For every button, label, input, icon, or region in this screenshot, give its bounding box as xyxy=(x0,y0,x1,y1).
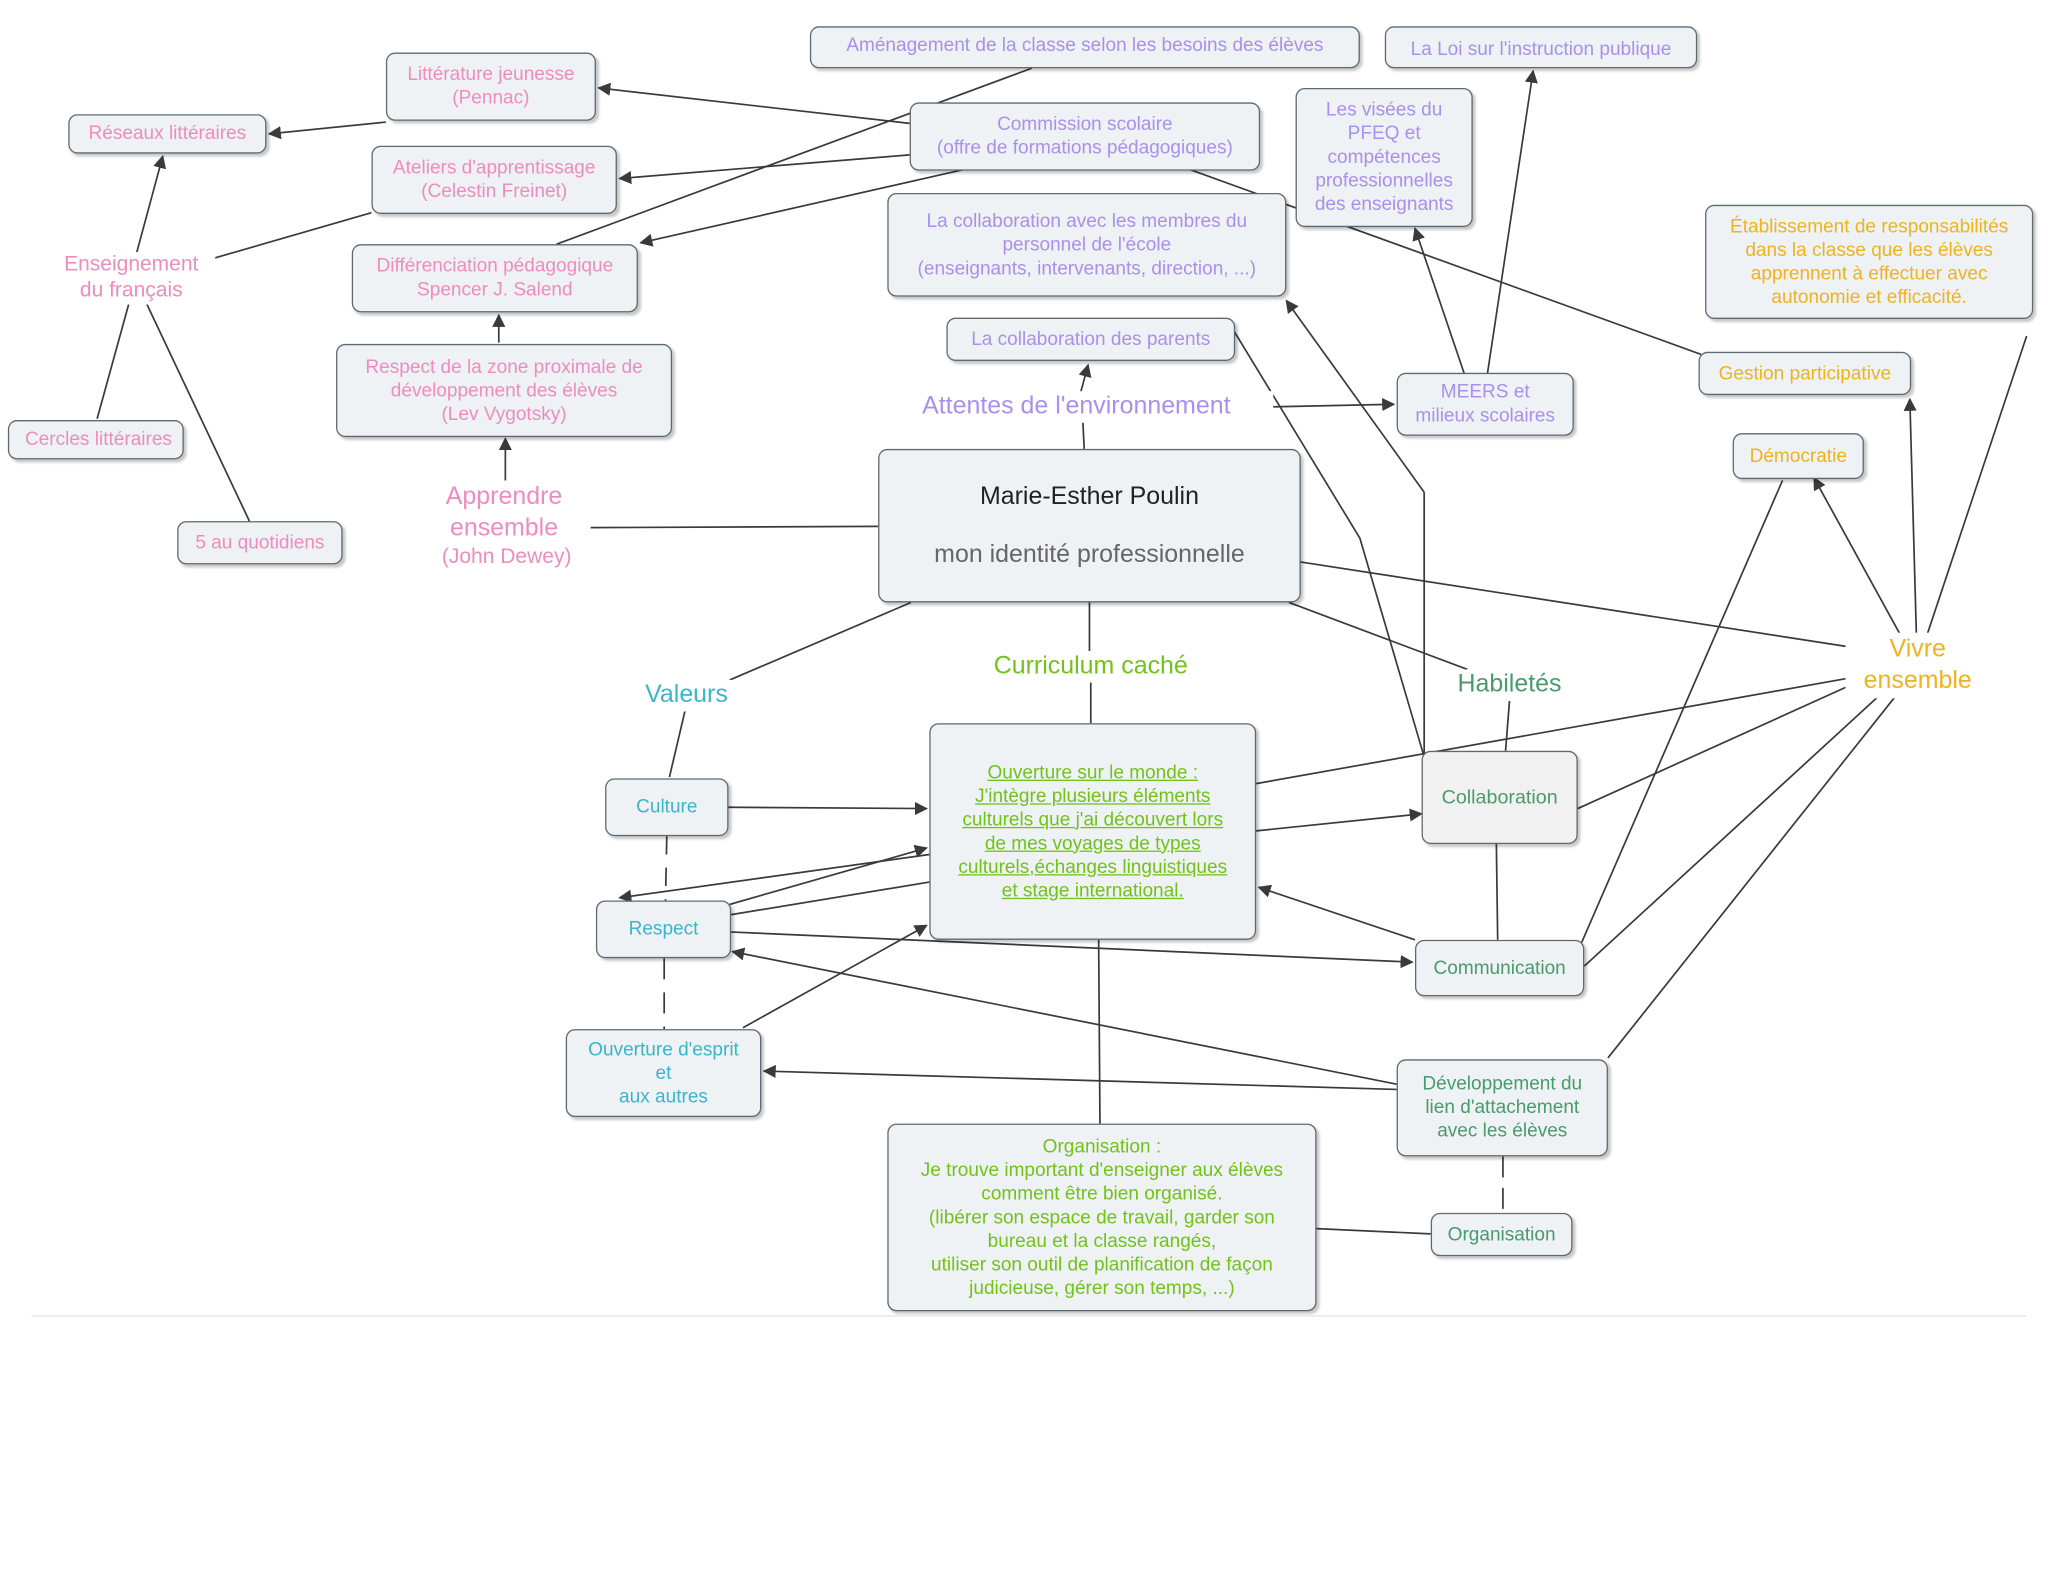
linker-attentes-environnement: Attentes de l'environnement xyxy=(879,391,1274,423)
node-democratie[interactable]: Démocratie xyxy=(1732,433,1864,480)
edge-litterature-reseaux xyxy=(267,121,386,140)
node-ouverture-monde[interactable]: Ouverture sur le monde : J'intègre plusi… xyxy=(929,723,1257,940)
node-visees-pfeq[interactable]: Les visées du PFEQ et compétences profes… xyxy=(1295,87,1473,228)
node-collaboration[interactable]: Collaboration xyxy=(1421,750,1578,845)
node-zone-proximale[interactable]: Respect de la zone proximale de développ… xyxy=(336,343,673,438)
edge-developpement-respect xyxy=(731,947,1397,1086)
linker-vivre-ensemble: Vivre ensemble xyxy=(1845,632,1990,699)
edge-personnel-up xyxy=(1285,299,1425,493)
node-loi-instruction[interactable]: La Loi sur l'instruction publique xyxy=(1384,26,1698,69)
node-collaboration-personnel[interactable]: La collaboration avec les membres du per… xyxy=(887,192,1287,297)
edge-enseignement-cercles xyxy=(96,304,130,419)
edge-vivre-ouverture xyxy=(1256,676,1854,785)
edge-ouverture-collaboration xyxy=(1256,808,1423,832)
linker-habiletes: Habiletés xyxy=(1438,669,1581,701)
central-subtitle: mon identité professionnelle xyxy=(934,540,1245,568)
edge-respect-ouverture-1 xyxy=(729,844,928,906)
edge-ouverture-organisation xyxy=(1097,939,1101,1124)
edge-parents-collaboration xyxy=(1233,330,1361,539)
edge-enseignement-reseaux xyxy=(135,154,167,254)
edge-communication-ouverture xyxy=(1257,884,1416,941)
edge-vivre-democratie xyxy=(1813,476,1902,636)
node-differenciation-pedagogique[interactable]: Différenciation pédagogique Spencer J. S… xyxy=(351,244,638,313)
edge-vivre-gestion xyxy=(1903,397,1918,636)
linker-enseignement-francais: Enseignement du français xyxy=(47,252,216,305)
edge-respect-communication xyxy=(729,931,1414,969)
edge-developpement-ouvesprit xyxy=(762,1064,1397,1091)
edge-attentes-meers xyxy=(1270,397,1396,412)
node-cinq-au-quotidien[interactable]: 5 au quotidiens xyxy=(177,521,343,565)
central-title: Marie-Esther Poulin xyxy=(979,482,1199,510)
edge-ouvesprit-ouverture xyxy=(742,924,928,1029)
node-ateliers-apprentissage[interactable]: Ateliers d'apprentissage (Celestin Frein… xyxy=(371,145,617,214)
edge-enseignement-ateliers xyxy=(212,211,372,260)
edge-organisation-box xyxy=(1316,1227,1431,1235)
node-collaboration-parents[interactable]: La collaboration des parents xyxy=(946,317,1236,361)
edge-apprendre-central xyxy=(585,525,879,529)
central-node[interactable]: Marie-Esther Poulin mon identité profess… xyxy=(878,448,1301,603)
node-communication[interactable]: Communication xyxy=(1414,939,1585,997)
linker-john-dewey: (John Dewey) xyxy=(427,544,586,571)
edge-commission-differenciation xyxy=(639,168,965,247)
edge-vivre-collaboration xyxy=(1577,683,1854,810)
edge-central-attentes xyxy=(1082,422,1086,449)
node-reseaux-litteraires[interactable]: Réseaux littéraires xyxy=(68,114,267,154)
edge-attentes-parents xyxy=(1078,363,1092,395)
edge-commission-litterature xyxy=(597,82,910,125)
node-organisation[interactable]: Organisation xyxy=(1430,1212,1573,1257)
edge-habiletes-collaboration xyxy=(1504,700,1511,751)
edge-meers-visees xyxy=(1412,227,1466,376)
linker-apprendre-ensemble: Apprendre ensemble xyxy=(417,480,591,547)
edge-vivre-developpement xyxy=(1607,692,1899,1059)
node-cercles-litteraires[interactable]: Cercles littéraires xyxy=(7,420,184,460)
edge-vivre-communication xyxy=(1583,689,1886,967)
node-etablissement-responsabilites[interactable]: Établissement de responsabilités dans la… xyxy=(1705,204,2034,319)
edge-democratie-communication xyxy=(1580,480,1784,943)
edge-amenagement-differenciation xyxy=(556,67,1032,245)
canvas-bottom-edge xyxy=(31,1315,2027,1317)
node-meers[interactable]: MEERS et milieux scolaires xyxy=(1396,372,1574,436)
node-commission-scolaire[interactable]: Commission scolaire (offre de formations… xyxy=(909,102,1261,171)
edge-enseignement-cinq xyxy=(146,304,251,522)
edge-central-valeurs xyxy=(729,601,912,681)
node-developpement-attachement[interactable]: Développement du lien d'attachement avec… xyxy=(1396,1059,1608,1157)
node-litterature-jeunesse[interactable]: Littérature jeunesse (Pennac) xyxy=(385,52,596,121)
edge-collaboration-communication xyxy=(1495,843,1499,940)
edge-meers-loi xyxy=(1486,69,1538,376)
linker-curriculum-cache: Curriculum caché xyxy=(966,651,1216,683)
edge-respect-ouverture-2 xyxy=(729,881,930,916)
linker-valeurs: Valeurs xyxy=(630,679,743,712)
edge-parents-collaboration-2 xyxy=(1359,537,1427,762)
node-amenagement-classe[interactable]: Aménagement de la classe selon les besoi… xyxy=(809,26,1360,69)
node-respect[interactable]: Respect xyxy=(595,900,732,959)
edge-culture-respect xyxy=(664,836,668,901)
node-culture[interactable]: Culture xyxy=(605,778,729,837)
edge-culture-ouverture xyxy=(728,801,929,816)
node-organisation-description[interactable]: Organisation : Je trouve important d'ens… xyxy=(887,1123,1317,1312)
edge-valeurs-culture xyxy=(668,709,687,778)
node-gestion-participative[interactable]: Gestion participative xyxy=(1698,351,1912,396)
node-ouverture-esprit[interactable]: Ouverture d'esprit et aux autres xyxy=(565,1029,762,1118)
edge-vivre-etablissement xyxy=(1926,335,2028,636)
edge-central-habiletes xyxy=(1288,601,1468,671)
edge-central-vivre xyxy=(1299,560,1851,648)
